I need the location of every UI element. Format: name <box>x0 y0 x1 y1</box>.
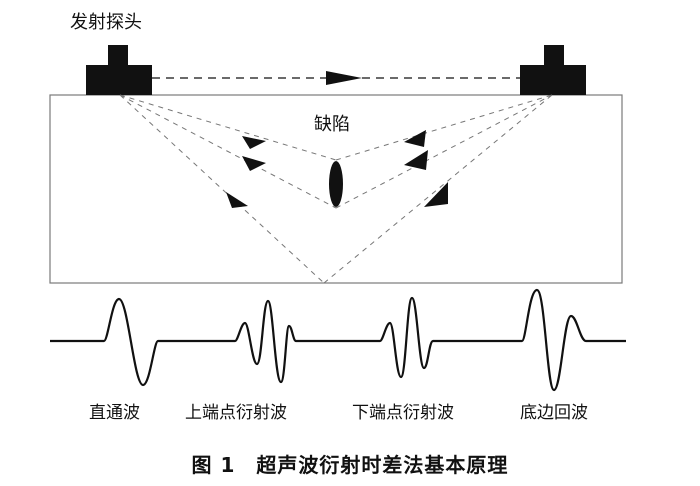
lateral-wave-arrow <box>326 71 362 85</box>
arrow-top-outgoing <box>404 130 426 147</box>
defect-shape <box>329 161 343 207</box>
arrow-bottom-outgoing <box>404 150 428 170</box>
upper-tip-diffraction-label: 上端点衍射波 <box>185 403 287 423</box>
a-scan-waveform <box>50 288 626 392</box>
arrow-bottom-incoming <box>242 156 266 171</box>
ray-defect-top-to-rx <box>335 94 553 161</box>
lateral-wave-label: 直通波 <box>89 403 140 423</box>
lower-tip-diffraction-label: 下端点衍射波 <box>352 403 454 423</box>
specimen-block <box>49 94 623 284</box>
ray-tx-to-backwall <box>119 94 325 284</box>
receiver-probe <box>520 45 586 95</box>
ray-defect-bottom-to-rx <box>335 94 553 209</box>
arrow-backwall-incoming <box>226 192 248 208</box>
ray-tx-to-defect-bottom <box>119 94 337 209</box>
arrow-backwall-outgoing <box>424 182 448 207</box>
transmitter-probe <box>86 45 152 95</box>
figure-caption: 图 1 超声波衍射时差法基本原理 <box>191 453 509 477</box>
ray-tx-to-defect-top <box>119 94 337 161</box>
ray-backwall-to-rx <box>323 94 553 284</box>
arrow-top-incoming <box>242 136 266 149</box>
backwall-echo-label: 底边回波 <box>520 403 588 423</box>
transmitter-probe-label: 发射探头 <box>70 12 142 33</box>
defect-label: 缺陷 <box>314 114 350 135</box>
